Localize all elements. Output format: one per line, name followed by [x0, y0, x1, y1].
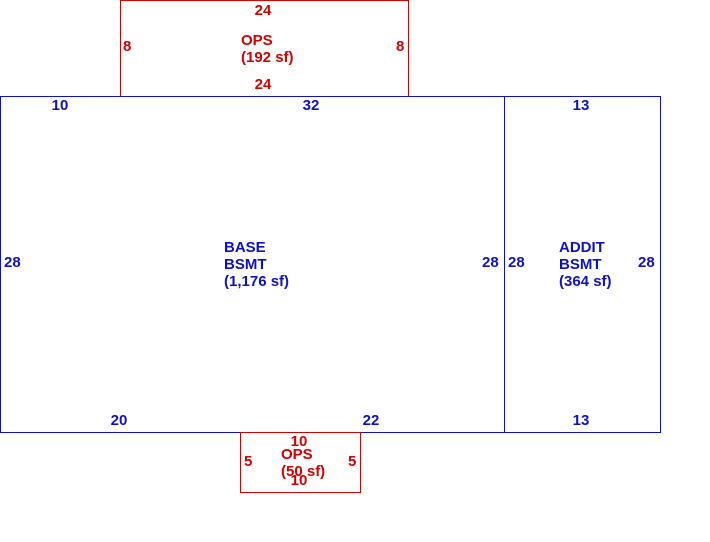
addit-bsmt-dim-bottom: 13: [572, 412, 590, 429]
base-bsmt-label-name-2: BSMT: [224, 256, 267, 273]
ops-bottom-dim-left: 5: [244, 453, 253, 470]
ops-bottom-area: [240, 432, 361, 493]
base-bsmt-dim-top-mid: 32: [302, 97, 320, 114]
addit-bsmt-label-name-2: BSMT: [559, 256, 602, 273]
ops-bottom-dim-right: 5: [348, 453, 357, 470]
addit-bsmt-area: [504, 96, 661, 433]
addit-bsmt-dim-top: 13: [572, 97, 590, 114]
base-bsmt-dim-bottom-left: 20: [110, 412, 128, 429]
ops-top-label-area: (192 sf): [241, 49, 294, 66]
ops-bottom-label-name: OPS: [281, 446, 313, 463]
ops-top-label-name: OPS: [241, 32, 273, 49]
ops-bottom-label-area: (50 sf): [281, 463, 326, 480]
base-bsmt-dim-bottom-right: 22: [362, 412, 380, 429]
addit-bsmt-dim-right: 28: [638, 254, 655, 271]
addit-bsmt-label-area: (364 sf): [559, 273, 612, 290]
base-bsmt-label-area: (1,176 sf): [224, 273, 290, 290]
base-bsmt-dim-top-left: 10: [51, 97, 69, 114]
ops-top-dim-left: 8: [123, 38, 132, 55]
ops-top-dim-top: 24: [254, 2, 272, 19]
base-bsmt-dim-right: 28: [482, 254, 499, 271]
ops-top-dim-bottom: 24: [254, 76, 272, 93]
addit-bsmt-label-name-1: ADDIT: [559, 239, 605, 256]
base-bsmt-dim-left: 28: [4, 254, 21, 271]
base-bsmt-label-name-1: BASE: [224, 239, 266, 256]
addit-bsmt-dim-left: 28: [508, 254, 525, 271]
ops-bottom-dim-bottom: 10: [290, 472, 308, 489]
ops-top-dim-right: 8: [396, 38, 405, 55]
ops-bottom-dim-top: 10: [290, 433, 308, 450]
